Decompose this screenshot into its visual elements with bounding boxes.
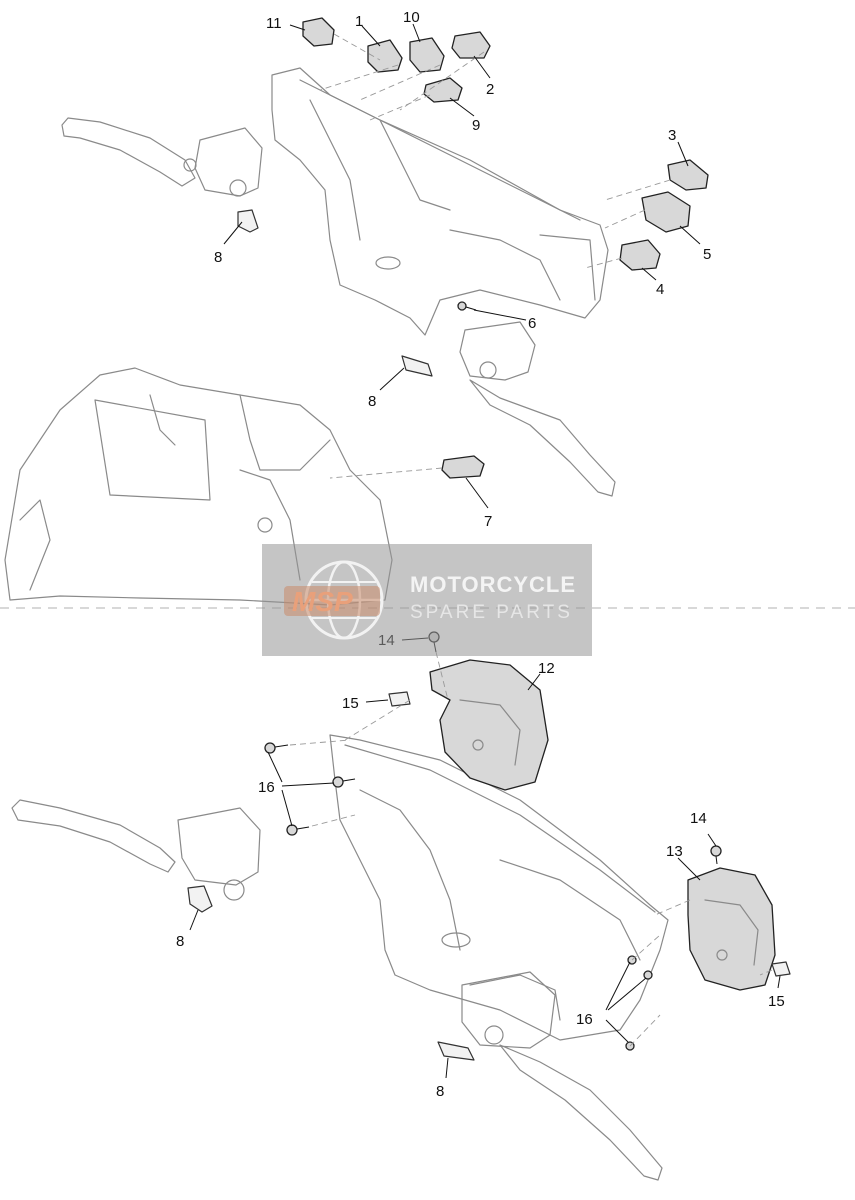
callout-8-upper-right: 8: [368, 393, 376, 410]
callout-8-lower-right: 8: [436, 1083, 444, 1100]
part-8-sensor-b: [401, 355, 433, 377]
part-11-switch: [302, 17, 335, 47]
part-14-screw-b: [710, 845, 722, 865]
watermark-brand: MOTORCYCLE: [410, 572, 577, 597]
callout-14-right: 14: [690, 810, 707, 827]
callout-16-left: 16: [258, 779, 275, 796]
callout-2: 2: [486, 81, 494, 98]
part-8-sensor-a: [237, 209, 259, 233]
callout-1: 1: [355, 13, 363, 30]
part-8-sensor-d: [437, 1041, 475, 1061]
assembly-lines: [289, 33, 773, 1047]
msp-globe-logo-icon: MSP: [284, 560, 384, 640]
part-8-sensor-c: [187, 885, 213, 913]
upper-handlebar-cover: [271, 67, 609, 336]
part-2-switch: [451, 31, 491, 59]
callout-15-left: 15: [342, 695, 359, 712]
callout-11: 11: [266, 15, 282, 32]
callout-7: 7: [484, 513, 492, 530]
part-10-switch: [409, 37, 445, 73]
upper-right-brake-lever: [459, 321, 616, 497]
callout-4: 4: [656, 281, 664, 298]
part-9-button: [423, 77, 463, 103]
part-6-screw: [457, 301, 477, 311]
watermark-banner: MSP MOTORCYCLE SPARE PARTS: [262, 544, 592, 656]
part-1-switch: [367, 39, 403, 73]
callout-15-right: 15: [768, 993, 785, 1010]
lower-left-brake-lever: [11, 799, 261, 901]
part-15-clip-b: [771, 961, 791, 977]
lower-handlebar-cover: [329, 734, 669, 1041]
part-7-socket: [441, 455, 485, 479]
part-12-switch-housing-left: [429, 659, 549, 791]
part-15-clip-a: [388, 691, 411, 707]
callout-9: 9: [472, 117, 480, 134]
callout-5: 5: [703, 246, 711, 263]
part-16-screw-e: [643, 970, 653, 980]
callout-12: 12: [538, 660, 555, 677]
part-4-switch: [619, 239, 661, 271]
callout-13: 13: [666, 843, 683, 860]
watermark-tagline: SPARE PARTS: [410, 602, 573, 623]
callout-8-upper-left: 8: [214, 249, 222, 266]
callout-6: 6: [528, 315, 536, 332]
lower-right-brake-lever: [461, 971, 663, 1181]
part-5-switch: [641, 191, 691, 233]
callout-16-right: 16: [576, 1011, 593, 1028]
upper-left-brake-lever: [61, 117, 263, 197]
callout-3: 3: [668, 127, 676, 144]
part-16-screw-a: [264, 742, 289, 754]
callout-8-lower-left: 8: [176, 933, 184, 950]
part-16-screw-c: [286, 824, 310, 836]
callout-10: 10: [403, 9, 420, 26]
msp-logo-text: MSP: [292, 586, 353, 617]
part-13-switch-housing-right: [687, 867, 776, 991]
part-16-screw-b: [332, 776, 356, 788]
part-3-switch: [667, 159, 709, 191]
